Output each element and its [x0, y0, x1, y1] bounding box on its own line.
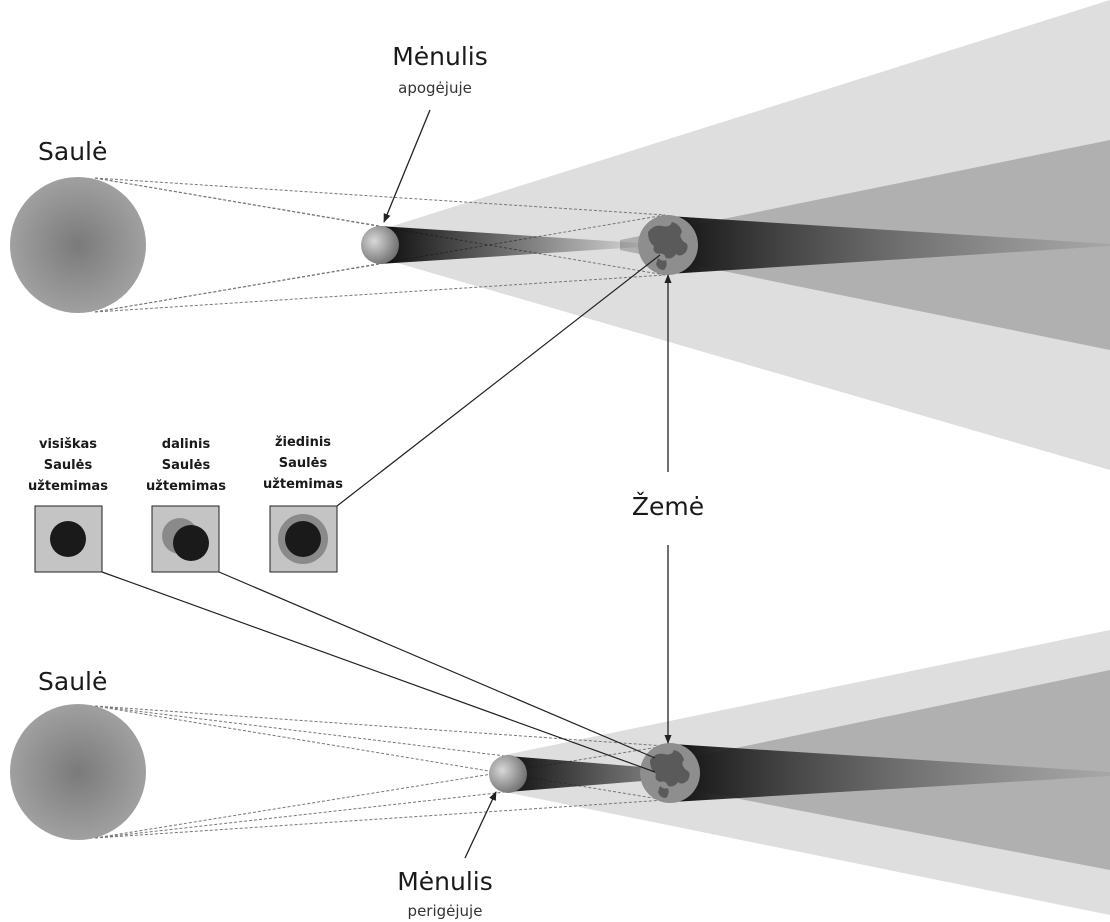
arrow-moon-bottom: [464, 791, 497, 859]
eclipse-type-annular-label: žiedinis Saulės užtemimas: [263, 435, 343, 492]
sun-label-top: Saulė: [38, 137, 107, 166]
eclipse-box-annular: [269, 505, 338, 573]
svg-text:užtemimas: užtemimas: [263, 477, 343, 492]
sun-top: [10, 177, 146, 313]
sun-label-bottom: Saulė: [38, 667, 107, 696]
earth-top: [638, 215, 698, 275]
scene-apogee: [10, 0, 1110, 470]
earth-shadow-top: [668, 216, 1110, 274]
moon-sublabel-bottom: perigėjuje: [408, 902, 483, 920]
svg-text:Saulės: Saulės: [44, 458, 93, 473]
arrow-moon-top: [383, 109, 431, 223]
earth-shadow-bottom: [672, 744, 1110, 802]
earth-bottom: [640, 743, 700, 803]
svg-text:užtemimas: užtemimas: [146, 479, 226, 494]
moon-label-top: Mėnulis: [392, 42, 488, 71]
eclipse-type-partial-label: dalinis Saulės užtemimas: [146, 437, 226, 494]
sun-bottom: [10, 704, 146, 840]
moon-umbra-top: [380, 226, 640, 264]
moon-bottom: [489, 755, 527, 793]
scene-perigee: [10, 630, 1110, 915]
earth-label: Žemė: [632, 492, 704, 521]
connector-annular: [336, 254, 661, 507]
svg-text:žiedinis: žiedinis: [275, 435, 331, 450]
eclipse-box-partial: [151, 505, 220, 573]
arrows: [383, 109, 672, 859]
moon-label-bottom: Mėnulis: [397, 867, 493, 896]
svg-text:Saulės: Saulės: [162, 458, 211, 473]
eclipse-box-total: [34, 505, 103, 573]
moon-top: [361, 226, 399, 264]
moon-umbra-bottom: [508, 756, 655, 792]
svg-text:užtemimas: užtemimas: [28, 479, 108, 494]
eclipse-type-total-label: visiškas Saulės užtemimas: [28, 437, 108, 494]
moon-sublabel-top: apogėjuje: [398, 79, 472, 97]
connector-lines: [101, 254, 661, 773]
svg-text:visiškas: visiškas: [39, 437, 97, 452]
connector-total: [101, 571, 656, 773]
svg-text:dalinis: dalinis: [162, 437, 211, 452]
connector-partial: [218, 571, 656, 759]
svg-text:Saulės: Saulės: [279, 456, 328, 471]
sun-rays-top: [94, 177, 666, 313]
